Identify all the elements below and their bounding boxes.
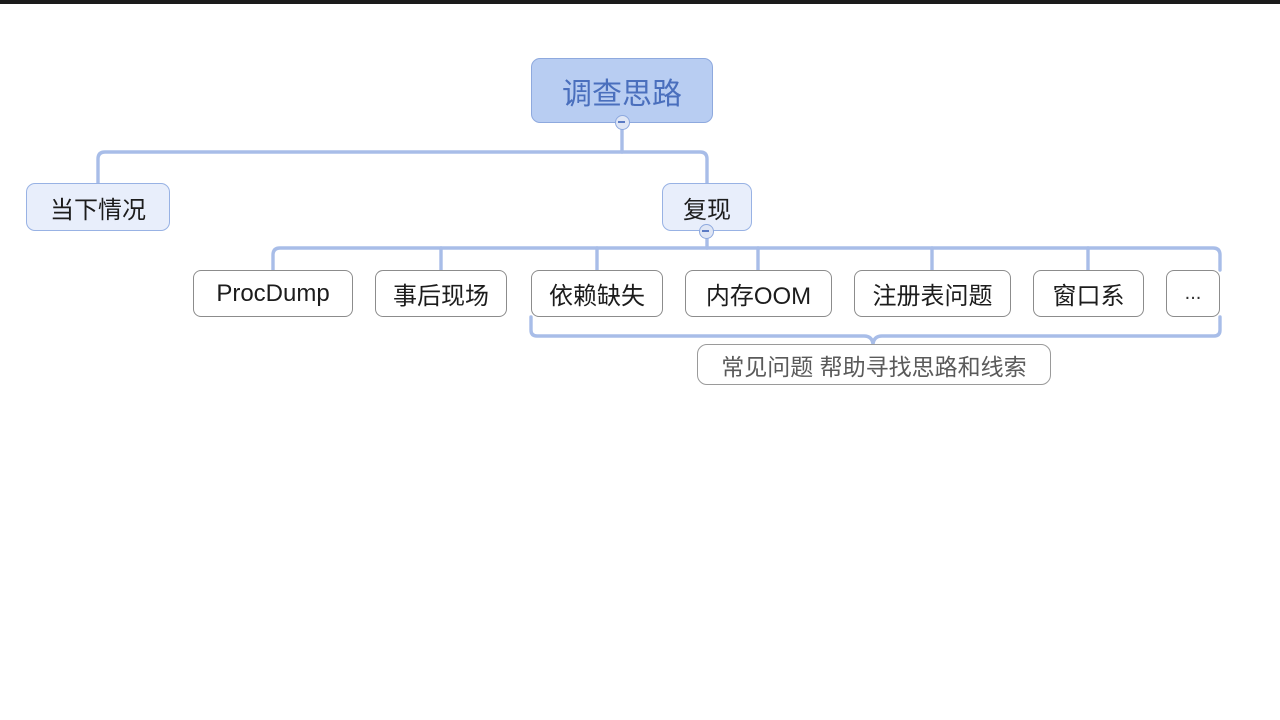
- mindmap-node-procdump[interactable]: ProcDump: [193, 270, 353, 317]
- mindmap-node-label-reproduce: 复现: [683, 196, 731, 224]
- mindmap-node-memory-oom[interactable]: 内存OOM: [685, 270, 832, 317]
- minus-circle-icon-root[interactable]: [615, 115, 630, 130]
- mindmap-node-label-post-mortem-scene: 事后现场: [393, 283, 489, 310]
- connector-summary-brace: [529, 315, 1222, 346]
- mindmap-node-label-missing-dependency: 依赖缺失: [549, 283, 645, 310]
- mindmap-node-label-current-situation: 当下情况: [50, 196, 146, 224]
- mindmap-node-reproduce[interactable]: 复现: [662, 183, 752, 231]
- mindmap-root-label: 调查思路: [562, 77, 682, 111]
- mindmap-node-registry-issue[interactable]: 注册表问题: [854, 270, 1011, 317]
- mindmap-node-label-more: ...: [1184, 282, 1202, 304]
- connector-level2-bus: [271, 246, 1222, 272]
- mindmap-node-current-situation[interactable]: 当下情况: [26, 183, 170, 231]
- connector-level1-bus: [96, 150, 709, 185]
- mindmap-node-label-memory-oom: 内存OOM: [705, 283, 812, 310]
- mindmap-root-node[interactable]: 调查思路: [531, 58, 713, 123]
- mindmap-node-label-window-system: 窗口系: [1052, 283, 1125, 310]
- mindmap-node-window-system[interactable]: 窗口系: [1033, 270, 1144, 317]
- mindmap-node-missing-dependency[interactable]: 依赖缺失: [531, 270, 663, 317]
- mindmap-node-label-procdump: ProcDump: [216, 279, 330, 307]
- minus-circle-icon-reproduce[interactable]: [699, 224, 714, 239]
- mindmap-node-more[interactable]: ...: [1166, 270, 1220, 317]
- top-bar: [0, 0, 1280, 4]
- mindmap-node-common-problems-summary[interactable]: 常见问题 帮助寻找思路和线索: [697, 344, 1051, 385]
- mindmap-node-label-registry-issue: 注册表问题: [872, 283, 993, 310]
- mindmap-node-label-common-problems-summary: 常见问题 帮助寻找思路和线索: [721, 353, 1027, 380]
- mindmap-node-post-mortem-scene[interactable]: 事后现场: [375, 270, 507, 317]
